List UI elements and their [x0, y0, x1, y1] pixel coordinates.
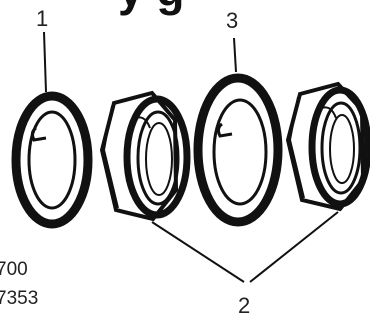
callout-2: 2 — [238, 293, 250, 318]
part-3-flat-washer — [193, 73, 283, 227]
leader-lines — [43, 31, 339, 283]
part-number-2: 7353 — [0, 288, 38, 309]
part-1-lock-washer — [11, 91, 93, 229]
part-2-hex-nut-right — [285, 81, 370, 212]
part-2-hex-nut-left — [99, 90, 191, 222]
title-fragment: y g — [118, 0, 184, 16]
part-number-1: 700 — [0, 259, 28, 280]
callout-1: 1 — [36, 6, 48, 31]
callout-3: 3 — [226, 8, 238, 33]
